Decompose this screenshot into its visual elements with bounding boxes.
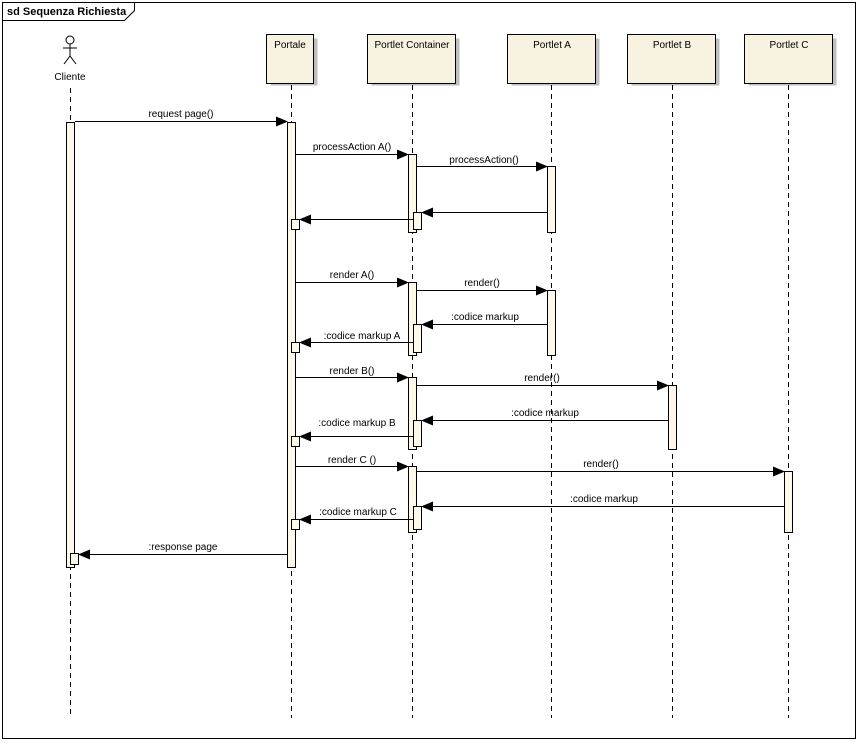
participant-name: Portlet C [770, 40, 809, 51]
participant-name: Portlet B [653, 40, 692, 51]
message-label: render C () [328, 455, 376, 466]
activation-portale-return [291, 519, 300, 530]
message-label: render() [524, 373, 560, 384]
frame-title-tab [2, 2, 135, 21]
message-label: :codice markup [451, 312, 519, 323]
participant-portlet-container: Portlet Container [367, 34, 460, 86]
activation-container [408, 154, 417, 233]
message-labels: request page() processAction A() process… [148, 109, 638, 553]
lifelines [70, 85, 789, 718]
message-label: request page() [148, 109, 213, 120]
stick-figure-icon [63, 35, 77, 65]
activation-container-return [413, 212, 422, 230]
activation-container [408, 377, 417, 450]
messages [75, 116, 785, 560]
participant-portlet-a: Portlet A [507, 34, 600, 86]
message-label: :codice markup [511, 408, 579, 419]
message-label: render A() [330, 270, 374, 281]
participant-name: Portale [274, 40, 306, 51]
message-label: :codice markup A [324, 331, 401, 342]
actor-cliente [63, 35, 77, 65]
activation-portlet-b [668, 385, 677, 450]
activation-container-return [413, 506, 422, 530]
participant-portlet-c: Portlet C [744, 34, 837, 86]
message-label: render() [464, 278, 500, 289]
message-label: processAction A() [313, 142, 391, 153]
activation-portlet-c [784, 471, 793, 533]
message-label: render B() [329, 366, 374, 377]
activation-cliente [66, 122, 75, 568]
message-label: :codice markup B [318, 418, 396, 429]
message-label: :codice markup [570, 494, 638, 505]
frame-title: sd Sequenza Richiesta [7, 6, 127, 18]
activation-container [408, 282, 417, 356]
activation-portale-return [291, 219, 300, 230]
participant-portlet-b: Portlet B [627, 34, 720, 86]
message-label: processAction() [449, 155, 518, 166]
activation-cliente-return [70, 553, 79, 565]
participant-name: Portlet Container [374, 40, 450, 51]
activation-bars [66, 122, 793, 568]
participant-name: Portlet A [533, 40, 571, 51]
message-label: :response page [149, 542, 218, 553]
activation-portlet-a [547, 290, 556, 356]
participant-portale: Portale [266, 34, 318, 86]
activation-portlet-a [547, 166, 556, 233]
activation-container-return [413, 324, 422, 353]
message-label: render() [583, 459, 619, 470]
activation-container-return [413, 420, 422, 447]
activation-container [408, 466, 417, 533]
actor-name: Cliente [54, 72, 86, 83]
activation-portale-return [291, 436, 300, 447]
activation-portale-return [291, 342, 300, 353]
message-label: :codice markup C [319, 507, 397, 518]
